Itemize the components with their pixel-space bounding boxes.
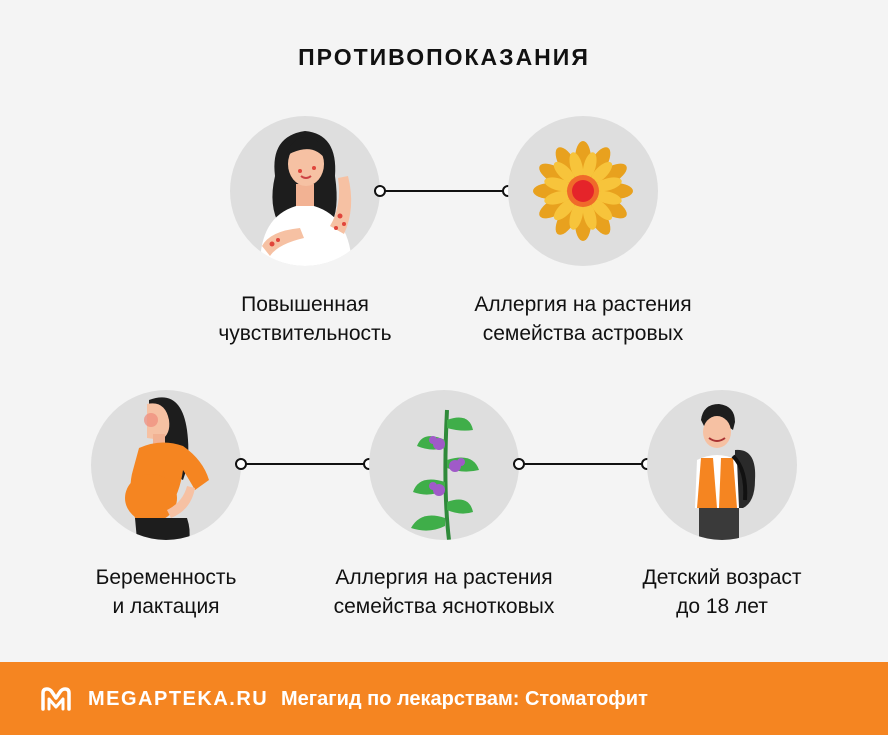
lamiaceae-illustration: [369, 390, 519, 540]
pregnancy-label: Беременность и лактация: [95, 566, 237, 618]
asteraceae-illustration: [508, 116, 658, 266]
brand-name[interactable]: MEGAPTEKA.RU: [88, 688, 269, 710]
pregnancy-illustration: [91, 390, 241, 540]
megapteka-logo-icon: [41, 687, 71, 711]
hypersensitivity-label: Повышенная чувствительность: [218, 293, 392, 345]
child-age-illustration: [647, 390, 797, 540]
lamiaceae-label: Аллергия на растения семейства яснотковы…: [333, 566, 555, 618]
connector-3: [513, 458, 653, 470]
plant-icon: [411, 409, 479, 540]
woman-scratching-rash-icon: [260, 131, 352, 266]
schoolboy-icon: [695, 404, 756, 540]
connector-1: [374, 185, 514, 197]
pregnant-woman-icon: [125, 397, 209, 540]
footer-tagline: Мегагид по лекарствам: Стоматофит: [281, 688, 648, 710]
child-age-label: Детский возраст до 18 лет: [642, 566, 802, 618]
footer-bar: MEGAPTEKA.RU Мегагид по лекарствам: Стом…: [0, 662, 888, 735]
flower-icon: [533, 141, 633, 241]
connector-2: [235, 458, 375, 470]
page-title: ПРОТИВОПОКАЗАНИЯ: [298, 44, 590, 70]
asteraceae-label: Аллергия на растения семейства астровых: [474, 293, 692, 345]
hypersensitivity-illustration: [230, 116, 380, 266]
